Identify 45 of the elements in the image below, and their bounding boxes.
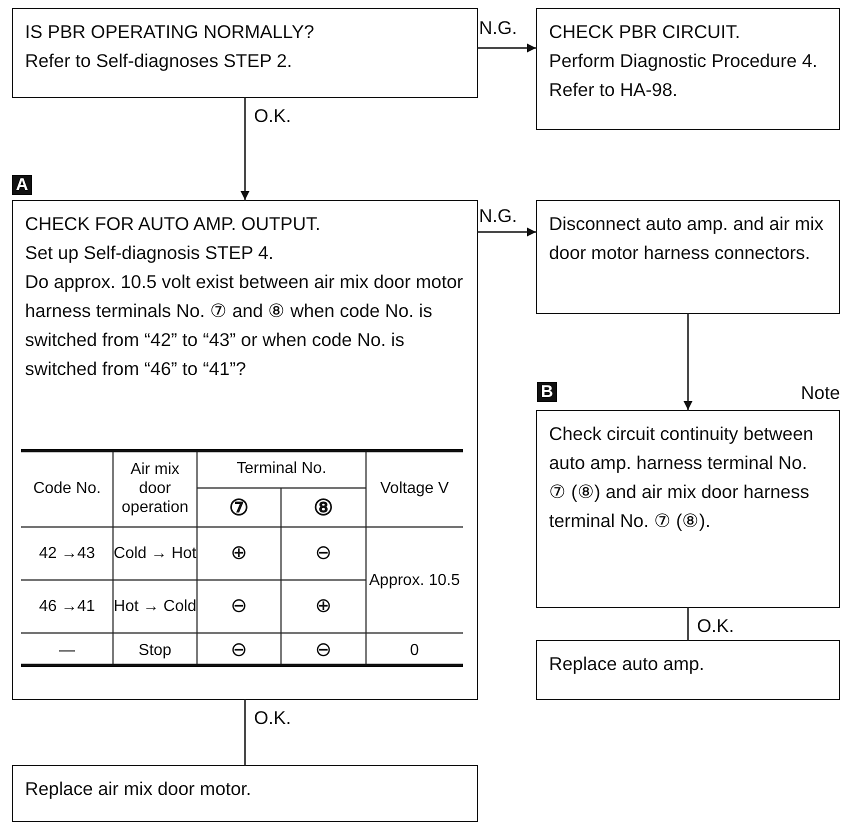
step-heading: IS PBR OPERATING NORMALLY? xyxy=(25,20,316,44)
note-label: Note xyxy=(800,382,840,404)
process-box xyxy=(536,200,840,314)
arrow xyxy=(478,228,536,236)
process-box xyxy=(536,8,840,130)
table-text: 0 xyxy=(410,640,419,660)
process-box xyxy=(12,8,478,98)
table-text: Cold → Hot xyxy=(114,544,196,563)
step-heading: CHECK FOR AUTO AMP. OUTPUT. xyxy=(25,212,322,236)
step-text: Replace auto amp. xyxy=(549,652,706,676)
step-text: Perform Diagnostic Procedure 4. Refer to HA-98. xyxy=(549,49,818,102)
step-text: Refer to Self-diagnoses STEP 2. xyxy=(25,49,294,73)
polarity-symbol: ⊖ xyxy=(230,640,248,660)
step-heading: CHECK PBR CIRCUIT. xyxy=(549,20,742,44)
step-text: Replace air mix door motor. xyxy=(25,777,252,801)
arrow xyxy=(240,98,250,200)
column-header: Terminal No. xyxy=(236,459,326,478)
process-box xyxy=(12,765,478,822)
step-text: Disconnect auto amp. and air mix door motor harness connectors. xyxy=(549,212,825,265)
process-box xyxy=(536,640,840,700)
table-text: 42 →43 xyxy=(38,544,96,563)
column-header: ⑧ xyxy=(314,498,334,517)
column-header: Air mix door operation xyxy=(120,460,190,516)
step-text: Check circuit continuity between auto amp. harness terminal No. ⑦ (⑧) and air mix door harness terminal No. ⑦ (⑧). xyxy=(549,422,814,533)
step-text: Set up Self-diagnosis STEP 4. xyxy=(25,241,275,265)
table-text: Hot → Cold xyxy=(114,597,196,616)
table-text: 46 →41 xyxy=(38,597,96,616)
arrow xyxy=(684,314,692,410)
step-marker: B xyxy=(537,382,557,402)
polarity-symbol: ⊕ xyxy=(230,544,248,563)
polarity-symbol: ⊖ xyxy=(230,597,248,616)
step-marker: A xyxy=(12,175,32,195)
process-box xyxy=(536,410,840,608)
table-text: Approx. 10.5 xyxy=(369,570,460,590)
column-header: Voltage V xyxy=(380,478,449,498)
column-header: Code No. xyxy=(33,478,101,498)
polarity-symbol: ⊖ xyxy=(315,544,332,563)
process-box xyxy=(12,200,478,700)
polarity-symbol: ⊖ xyxy=(315,640,332,660)
column-header: ⑦ xyxy=(229,498,249,517)
polarity-symbol: ⊕ xyxy=(315,597,332,616)
step-text: Do approx. 10.5 volt exist between air mix door motor harness terminals No. ⑦ and ⑧ when code No. is switched from “42” to “43” or when code No. is switched from “46” to “41”? xyxy=(25,270,464,381)
table-text: Stop xyxy=(138,640,172,660)
arrow xyxy=(478,44,536,52)
table-text: — xyxy=(59,640,75,660)
